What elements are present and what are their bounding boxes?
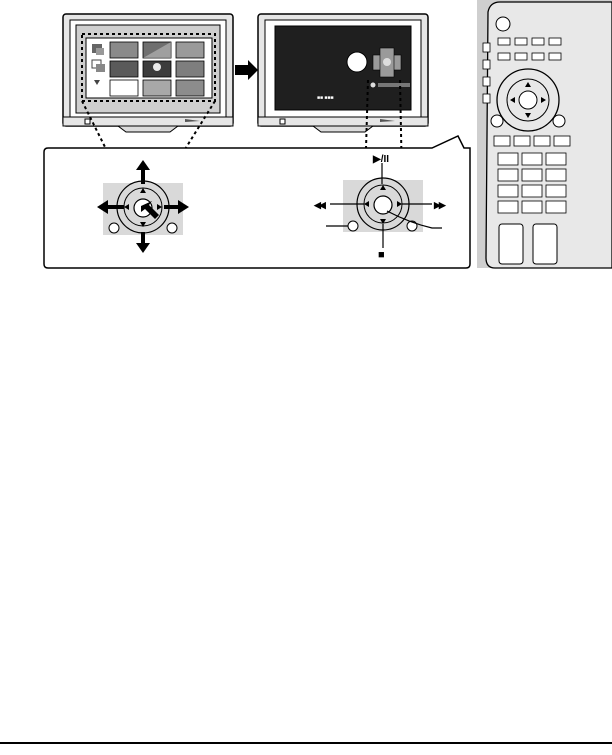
thumbnail: [176, 61, 204, 77]
remote-top-button[interactable]: [549, 53, 561, 60]
remote-side-button[interactable]: [483, 60, 490, 69]
remote-top-button[interactable]: [532, 53, 544, 60]
playback-option-left[interactable]: [348, 221, 358, 231]
remote-side-button[interactable]: [483, 43, 490, 52]
remote-top-button[interactable]: [532, 38, 544, 45]
remote-top-button[interactable]: [549, 38, 561, 45]
channel-rocker[interactable]: [533, 224, 557, 264]
remote-return-button[interactable]: [491, 115, 503, 127]
remote-option-button[interactable]: [553, 115, 565, 127]
playback-indicator: [347, 52, 367, 72]
thumbnail: [110, 42, 138, 58]
remote-side-button[interactable]: [483, 77, 490, 86]
thumbnail-grid: [110, 42, 204, 96]
remote-side-button[interactable]: [483, 94, 490, 103]
remote-ok-button[interactable]: [519, 91, 537, 109]
footer-rule: [0, 742, 612, 744]
thumbnail: [176, 80, 204, 96]
thumbnail: [110, 61, 138, 77]
thumbnail: [143, 80, 171, 96]
option-button-left[interactable]: [109, 223, 119, 233]
right-arrow-icon: [235, 60, 258, 80]
remote-top-button[interactable]: [498, 53, 510, 60]
thumbnail: [110, 80, 138, 96]
remote-control: [477, 0, 612, 268]
playback-ok-button[interactable]: [374, 196, 392, 214]
thumbnail: [176, 42, 204, 58]
play-pause-label: ▶/II: [372, 154, 389, 165]
power-icon[interactable]: [496, 17, 510, 31]
tv-right: ■■ ■■■: [258, 14, 428, 132]
option-button-right[interactable]: [167, 223, 177, 233]
remote-top-button[interactable]: [498, 38, 510, 45]
volume-rocker[interactable]: [499, 224, 523, 264]
stop-label: ■: [378, 249, 385, 261]
remote-top-button[interactable]: [515, 38, 527, 45]
remote-top-button[interactable]: [515, 53, 527, 60]
tv-brand-text: ■■ ■■■: [317, 95, 334, 101]
